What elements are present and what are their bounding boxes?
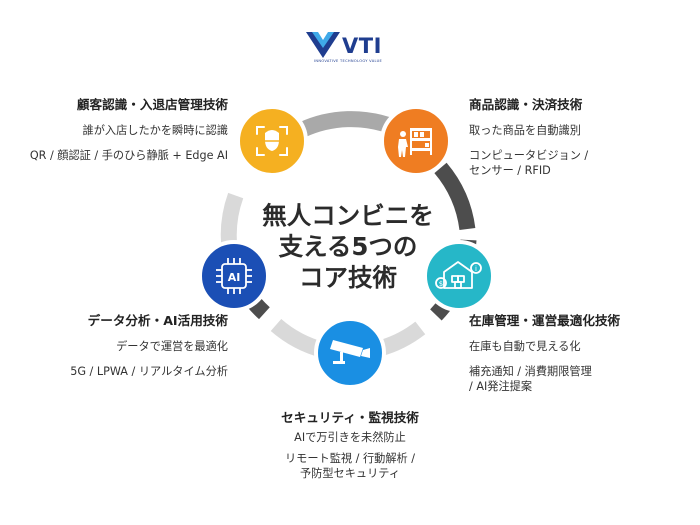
node-customer — [236, 105, 308, 177]
ai-chip-icon — [216, 258, 252, 294]
section-description: 在庫も自動で見える化 — [469, 340, 581, 353]
dollar-symbol: $ — [439, 280, 443, 288]
section-description: AIで万引きを未然防止 — [294, 431, 406, 444]
node-product — [380, 105, 452, 177]
node-data: AI — [198, 240, 270, 312]
section-inventory: 在庫管理・運営最適化技術 在庫も自動で見える化 補充通知 / 消費期限管理 / … — [469, 313, 684, 394]
vti-logo-mark-icon — [306, 32, 340, 58]
section-title: 商品認識・決済技術 — [469, 97, 583, 112]
section-title: 顧客認識・入退店管理技術 — [76, 97, 228, 112]
section-title: 在庫管理・運営最適化技術 — [469, 313, 621, 328]
security-camera-icon — [330, 340, 370, 364]
center-title: 無人コンビニを 支える5つの コア技術 — [238, 200, 458, 293]
ring-arc-upper-right — [434, 162, 476, 231]
section-customer: 顧客認識・入退店管理技術 誰が入店したかを瞬時に認識 QR / 顔認証 / 手の… — [20, 97, 228, 163]
section-tech: 予防型セキュリティ — [299, 467, 401, 480]
section-tech: コンピュータビジョン / — [469, 149, 589, 162]
ai-chip-label: AI — [228, 271, 241, 284]
section-tech: 補充通知 / 消費期限管理 — [469, 365, 592, 378]
section-description: データで運営を最適化 — [116, 340, 228, 353]
section-security: セキュリティ・監視技術 AIで万引きを未然防止 リモート監視 / 行動解析 / … — [240, 410, 460, 481]
node-data-circle — [198, 240, 270, 312]
warehouse-icon — [435, 261, 482, 289]
vti-logo: VTI INNOVATIVE TECHNOLOGY VALUE — [306, 30, 398, 70]
info-symbol: i — [475, 265, 477, 273]
section-tech: QR / 顔認証 / 手のひら静脈 + Edge AI — [29, 149, 228, 162]
section-tech: リモート監視 / 行動解析 / — [284, 452, 416, 465]
section-title: データ分析・AI活用技術 — [87, 313, 228, 328]
shopper-shelf-icon — [398, 128, 432, 157]
ring-arc-top — [299, 111, 397, 138]
section-data: データ分析・AI活用技術 データで運営を最適化 5G / LPWA / リアルタ… — [20, 313, 228, 379]
section-product: 商品認識・決済技術 取った商品を自動識別 コンピュータビジョン / センサー /… — [469, 97, 679, 178]
center-title-line: 無人コンビニを — [262, 201, 434, 230]
section-tech: 5G / LPWA / リアルタイム分析 — [70, 365, 228, 378]
section-title: セキュリティ・監視技術 — [281, 410, 419, 425]
section-description: 誰が入店したかを瞬時に認識 — [82, 124, 228, 137]
center-title-line: 支える5つの — [278, 232, 418, 261]
node-security — [314, 317, 386, 389]
center-title-line: コア技術 — [299, 263, 397, 292]
section-description: 取った商品を自動識別 — [469, 124, 581, 137]
face-scan-icon — [256, 126, 288, 156]
section-tech: センサー / RFID — [469, 164, 551, 177]
node-inventory: $ i — [423, 240, 495, 312]
section-tech: / AI発注提案 — [469, 380, 533, 393]
vti-logo-word: VTI — [342, 34, 382, 58]
vti-logo-tagline: INNOVATIVE TECHNOLOGY VALUE — [314, 59, 383, 63]
